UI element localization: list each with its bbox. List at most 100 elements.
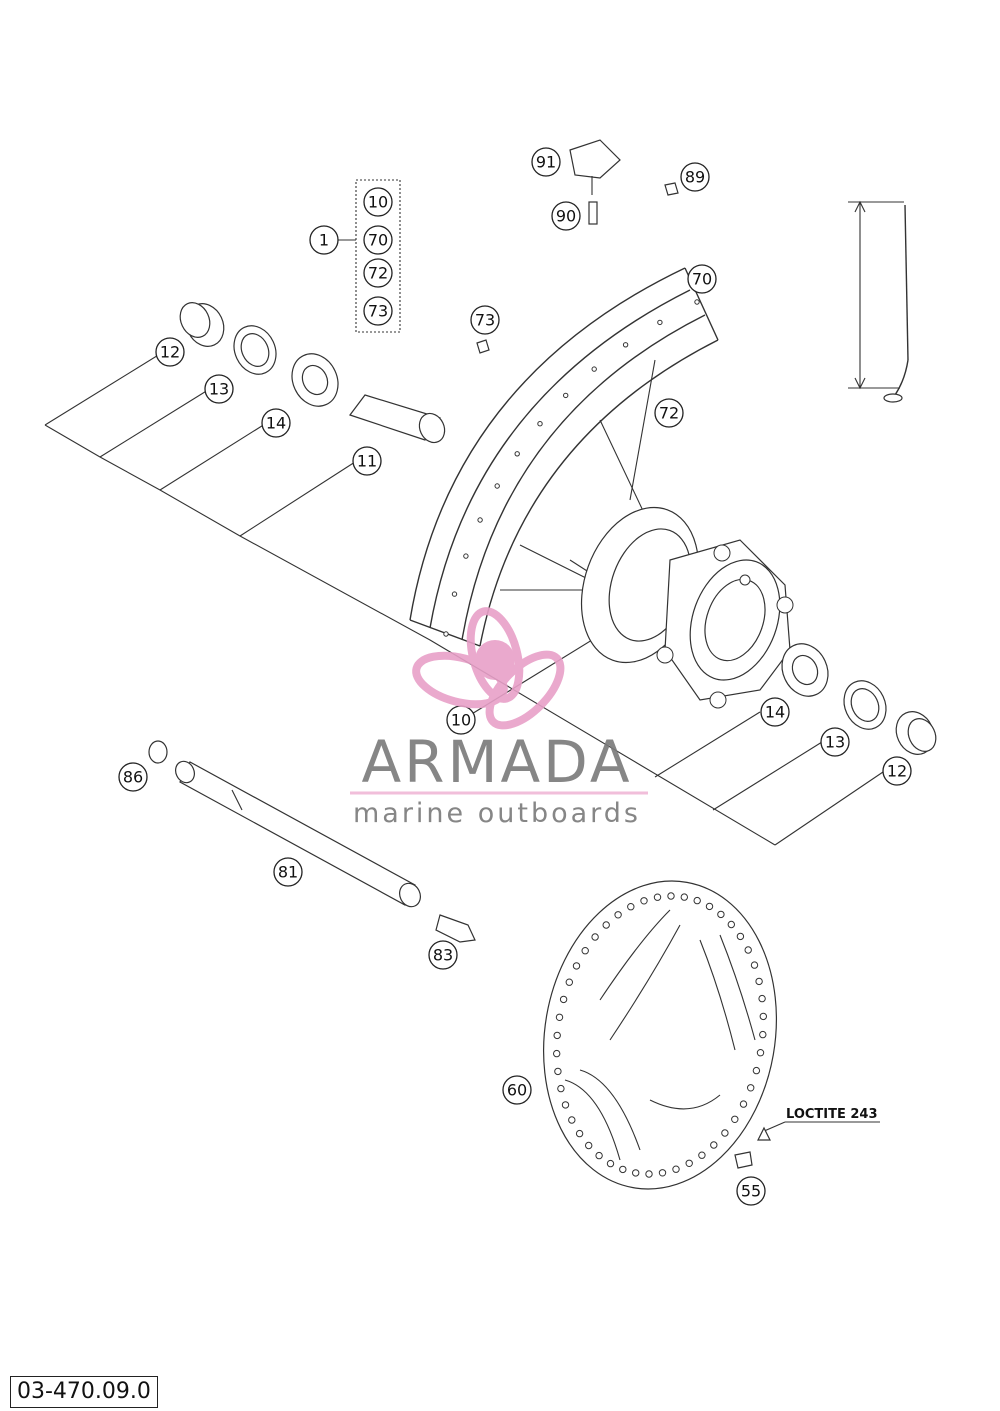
callout-1: 1: [309, 225, 339, 255]
callout-14: 14: [760, 697, 790, 727]
callout-72: 72: [654, 398, 684, 428]
svg-text:14: 14: [266, 414, 286, 433]
svg-text:11: 11: [357, 452, 377, 471]
leader-lines: [44, 179, 904, 1133]
callout-55: 55: [736, 1176, 766, 1206]
svg-text:91: 91: [536, 153, 556, 172]
left-bearing-stack: [179, 302, 446, 444]
svg-text:12: 12: [887, 762, 907, 781]
valve-parts: [476, 139, 679, 354]
disc-hole: [614, 911, 622, 919]
callout-81: 81: [273, 857, 303, 887]
disc-hole: [727, 920, 735, 929]
svg-text:55: 55: [741, 1182, 761, 1201]
disc-hole: [554, 1067, 562, 1076]
propeller-logo-icon: [412, 607, 565, 730]
loctite-note: LOCTITE 243: [786, 1107, 878, 1122]
svg-text:70: 70: [692, 270, 712, 289]
callout-73: 73: [363, 296, 393, 326]
rim-hole: [477, 517, 483, 523]
disc-hole: [758, 994, 766, 1003]
disc-hole: [717, 910, 725, 919]
disc-hole: [747, 1084, 755, 1092]
svg-text:73: 73: [475, 311, 495, 330]
part-callouts: 1 10 70 72 73 91 89 90 73 70 72 12 13 14 11 10 14 13 12 86 8…: [118, 147, 912, 1206]
svg-text:86: 86: [123, 768, 143, 787]
callout-89: 89: [680, 162, 710, 192]
disc-hole: [750, 961, 759, 969]
disc-hole: [759, 1012, 767, 1021]
disc-hole: [693, 896, 701, 905]
callout-11: 11: [352, 446, 382, 476]
callout-70: 70: [687, 264, 717, 294]
svg-text:1: 1: [319, 231, 329, 250]
brake-disc: [542, 880, 778, 1190]
callout-91: 91: [531, 147, 561, 177]
disc-hole: [739, 1100, 748, 1108]
rim-hole: [514, 451, 520, 457]
svg-text:13: 13: [825, 733, 845, 752]
svg-text:73: 73: [368, 302, 388, 321]
disc-hole: [710, 1141, 718, 1149]
callout-13: 13: [204, 374, 234, 404]
disc-hole: [553, 1049, 561, 1058]
disc-hole: [744, 946, 752, 954]
rim-hole: [451, 591, 458, 597]
rim-hole: [463, 553, 469, 559]
disc-hole: [565, 978, 573, 986]
wheel-rim: [409, 267, 719, 647]
disc-hole: [619, 1165, 627, 1174]
callout-70: 70: [363, 225, 393, 255]
callout-60: 60: [502, 1075, 532, 1105]
disc-hole: [756, 1049, 765, 1057]
callout-72: 72: [363, 258, 393, 288]
front-axle: [148, 740, 476, 943]
svg-text:12: 12: [160, 343, 180, 362]
rim-hole: [443, 631, 449, 637]
svg-text:10: 10: [368, 193, 388, 212]
callout-83: 83: [428, 940, 458, 970]
svg-text:72: 72: [368, 264, 388, 283]
disc-hole: [575, 1129, 584, 1138]
disc-hole: [568, 1116, 576, 1124]
disc-hole: [585, 1141, 593, 1150]
svg-text:13: 13: [209, 380, 229, 399]
rim-hole: [694, 299, 700, 305]
disc-hole: [698, 1151, 706, 1159]
svg-text:10: 10: [451, 711, 471, 730]
callout-73: 73: [470, 305, 500, 335]
disc-hole: [667, 892, 675, 900]
watermark-brand: ARMADA: [361, 728, 632, 796]
watermark-tagline: marine outboards: [353, 798, 641, 829]
disc-hole: [680, 893, 688, 901]
disc-hole: [581, 947, 589, 955]
disc-hole: [653, 893, 662, 901]
callout-86: 86: [118, 762, 148, 792]
disc-hole: [672, 1165, 680, 1173]
disc-hole: [602, 921, 610, 929]
callout-12: 12: [155, 337, 185, 367]
disc-hole: [595, 1151, 603, 1160]
disc-hole: [557, 1084, 565, 1093]
right-bearing-stack: [781, 643, 937, 755]
rim-hole: [657, 319, 663, 326]
svg-text:89: 89: [685, 168, 705, 187]
disc-hole: [606, 1159, 615, 1168]
svg-text:83: 83: [433, 946, 453, 965]
callout-90: 90: [551, 201, 581, 231]
disc-hole: [632, 1169, 640, 1177]
disc-hole: [645, 1170, 653, 1178]
disc-hole: [705, 902, 714, 911]
rim-hole: [563, 392, 569, 399]
svg-text:60: 60: [507, 1081, 527, 1100]
disc-hole: [553, 1031, 561, 1040]
drawing-code: 03-470.09.0: [10, 1376, 158, 1408]
rim-hole: [591, 366, 597, 372]
disc-hole: [561, 1101, 570, 1109]
disc-hole: [640, 897, 648, 905]
rim-hole: [622, 342, 629, 348]
disc-hole: [721, 1129, 729, 1137]
svg-text:81: 81: [278, 863, 298, 882]
spoke-part: [883, 204, 909, 403]
